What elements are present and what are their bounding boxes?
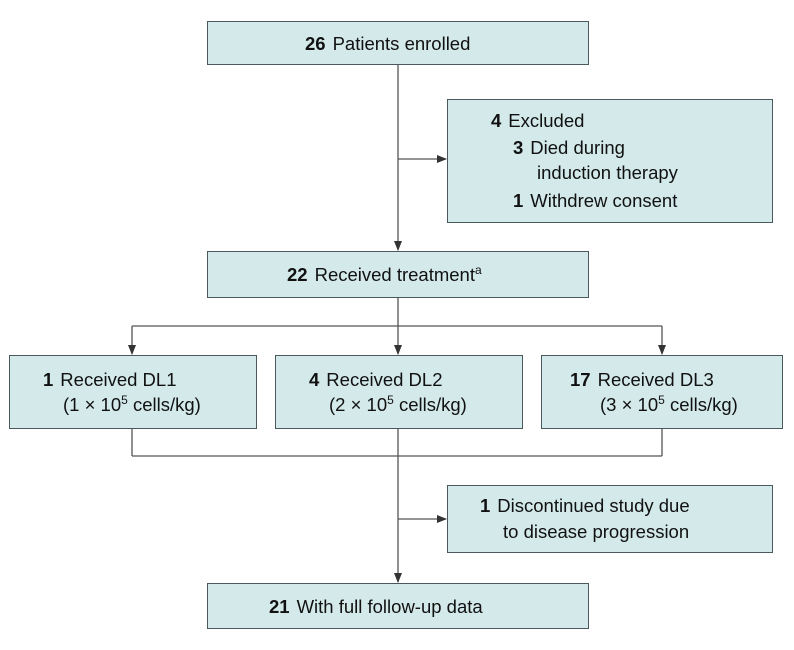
excluded-reason-died-label: Died during <box>530 137 625 158</box>
excluded-reason-died-continued: induction therapy <box>537 161 678 185</box>
dl3-dose-base: (3 × 10 <box>600 394 659 415</box>
dl2-dose-exponent: 5 <box>387 393 394 407</box>
dl3-line: 17 Received DL3 <box>570 368 714 392</box>
dl1-dose-base: (1 × 10 <box>63 394 122 415</box>
treated-line: 22 Received treatmenta <box>287 263 482 287</box>
dl1-count: 1 <box>43 369 54 390</box>
enrolled-line: 26 Patients enrolled <box>305 32 470 56</box>
dl1-dose-unit: cells/kg) <box>127 394 201 415</box>
enrolled-box: 26 Patients enrolled <box>207 21 589 65</box>
excluded-reason-died-count: 3 <box>513 137 524 158</box>
dl1-label: Received DL1 <box>60 369 177 390</box>
excluded-count: 4 <box>491 110 502 131</box>
dl2-label: Received DL2 <box>326 369 443 390</box>
dl3-count: 17 <box>570 369 591 390</box>
excluded-reason-died: 3 Died during <box>513 136 625 160</box>
treated-footnote-marker: a <box>475 263 482 277</box>
followup-count: 21 <box>269 596 290 617</box>
excluded-reason-withdrew-label: Withdrew consent <box>530 190 678 211</box>
excluded-reason-withdrew: 1 Withdrew consent <box>513 189 677 213</box>
excluded-reason-died-label-2: induction therapy <box>537 162 678 183</box>
discontinued-line: 1 Discontinued study due <box>480 494 690 518</box>
dl3-dose-exponent: 5 <box>658 393 665 407</box>
followup-label: With full follow-up data <box>296 596 483 617</box>
excluded-reason-withdrew-count: 1 <box>513 190 524 211</box>
dl1-dose: (1 × 105 cells/kg) <box>63 393 201 417</box>
excluded-line: 4 Excluded <box>491 109 584 133</box>
dl2-dose: (2 × 105 cells/kg) <box>329 393 467 417</box>
followup-box: 21 With full follow-up data <box>207 583 589 629</box>
treated-count: 22 <box>287 264 308 285</box>
dl3-box: 17 Received DL3 (3 × 105 cells/kg) <box>541 355 783 429</box>
dl2-dose-base: (2 × 10 <box>329 394 388 415</box>
dl1-line: 1 Received DL1 <box>43 368 177 392</box>
treated-label: Received treatment <box>314 264 475 285</box>
discontinued-label-2: to disease progression <box>503 521 690 542</box>
enrolled-count: 26 <box>305 33 326 54</box>
enrolled-label: Patients enrolled <box>332 33 471 54</box>
excluded-box: 4 Excluded 3 Died during induction therapy… <box>447 99 773 223</box>
dl3-dose-unit: cells/kg) <box>664 394 738 415</box>
dl1-dose-exponent: 5 <box>121 393 128 407</box>
discontinued-count: 1 <box>480 495 491 516</box>
discontinued-box: 1 Discontinued study due to disease progr… <box>447 485 773 553</box>
dl2-line: 4 Received DL2 <box>309 368 443 392</box>
dl2-dose-unit: cells/kg) <box>393 394 467 415</box>
dl1-box: 1 Received DL1 (1 × 105 cells/kg) <box>9 355 257 429</box>
dl2-count: 4 <box>309 369 320 390</box>
dl3-label: Received DL3 <box>597 369 714 390</box>
dl2-box: 4 Received DL2 (2 × 105 cells/kg) <box>275 355 523 429</box>
discontinued-label: Discontinued study due <box>497 495 690 516</box>
discontinued-line-2: to disease progression <box>503 520 689 544</box>
excluded-label: Excluded <box>508 110 585 131</box>
dl3-dose: (3 × 105 cells/kg) <box>600 393 738 417</box>
treated-box: 22 Received treatmenta <box>207 251 589 298</box>
followup-line: 21 With full follow-up data <box>269 595 483 619</box>
